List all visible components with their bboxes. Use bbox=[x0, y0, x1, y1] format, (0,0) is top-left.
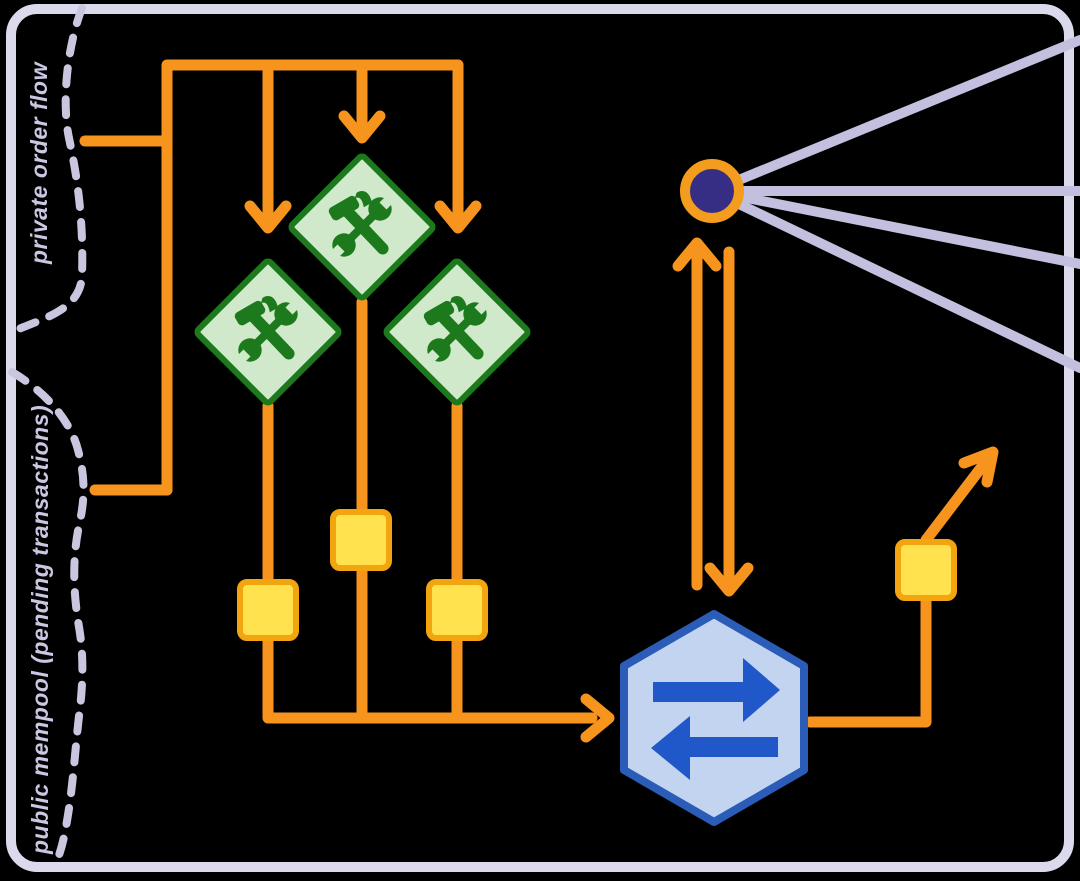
builder-output-line-1 bbox=[262, 400, 598, 724]
public-mempool-brace-dashed bbox=[8, 368, 88, 867]
block-square-2 bbox=[330, 509, 392, 571]
to-relay-arrowhead bbox=[580, 693, 615, 743]
broadcast-ray-4 bbox=[707, 186, 1080, 373]
publish-arrow bbox=[920, 446, 999, 546]
swap-arrows-icon bbox=[651, 658, 780, 780]
broadcast-ray-3 bbox=[707, 186, 1080, 269]
label-private-order-flow: private order flow bbox=[26, 60, 52, 265]
swap-arrow-left bbox=[651, 716, 778, 780]
relay-hexagon bbox=[620, 610, 808, 826]
block-square-4 bbox=[895, 539, 957, 601]
block-square-3 bbox=[426, 579, 488, 641]
builder-drop-arrow-3 bbox=[434, 59, 482, 234]
builder-drop-arrow-1 bbox=[244, 59, 292, 234]
builder-drop-arrow-2 bbox=[338, 59, 386, 144]
proposer-to-relay-arrow bbox=[704, 246, 754, 597]
broadcast-ray-1 bbox=[707, 35, 1080, 196]
block-square-1 bbox=[237, 579, 299, 641]
relay-output-line bbox=[804, 594, 932, 728]
relay-to-proposer-arrow bbox=[672, 237, 722, 591]
broadcast-rays bbox=[707, 35, 1080, 373]
private-order-flow-brace-dashed bbox=[10, 4, 87, 335]
label-public-mempool: public mempool (pending transactions) bbox=[27, 405, 53, 855]
order-flow-lines bbox=[79, 59, 999, 743]
frame-border bbox=[6, 4, 1074, 872]
proposer-circle bbox=[680, 159, 744, 223]
swap-arrow-right bbox=[653, 658, 780, 722]
